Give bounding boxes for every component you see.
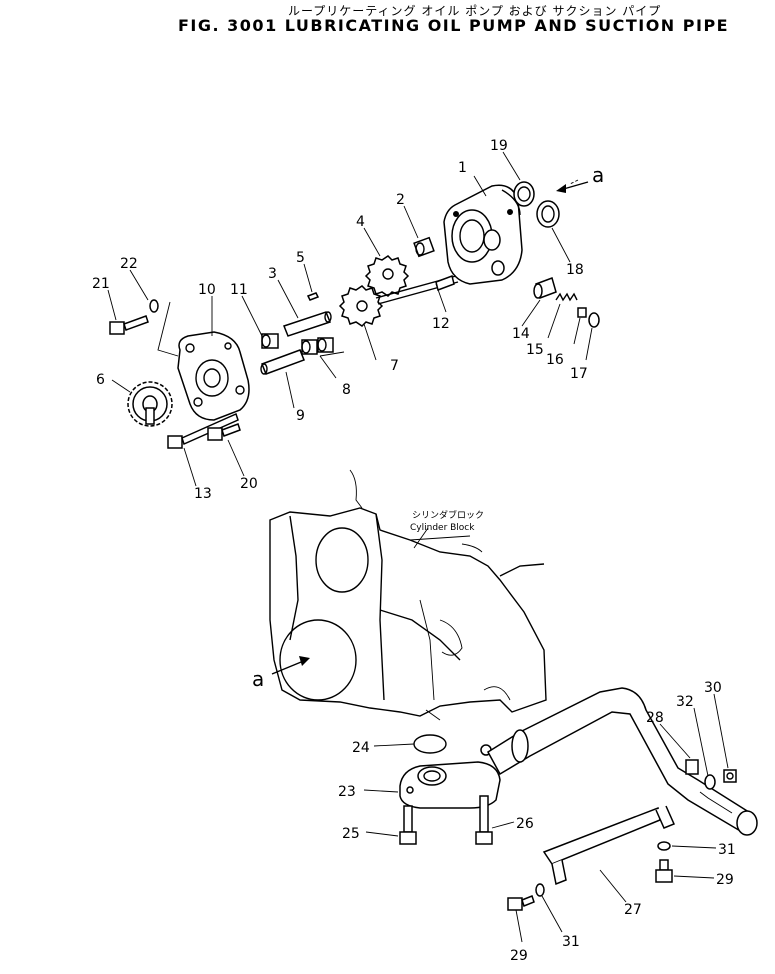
callout-5: 5 bbox=[296, 250, 305, 266]
callout-11: 11 bbox=[230, 282, 248, 298]
washer-31-right bbox=[657, 841, 671, 851]
spring-15 bbox=[555, 292, 578, 302]
bolt-29-left bbox=[507, 895, 535, 911]
callout-12: 12 bbox=[432, 316, 450, 332]
valve-14 bbox=[533, 277, 557, 299]
callout-24: 24 bbox=[352, 740, 370, 756]
callout-7: 7 bbox=[390, 358, 399, 374]
callout-8: 8 bbox=[342, 382, 351, 398]
callout-16: 16 bbox=[546, 352, 564, 368]
cylinder-block bbox=[269, 469, 547, 721]
callout-17: 17 bbox=[570, 366, 588, 382]
callout-6: 6 bbox=[96, 372, 105, 388]
washer-17 bbox=[588, 312, 600, 328]
bracket-27 bbox=[542, 805, 676, 886]
shaft-9 bbox=[260, 349, 305, 375]
callout-21: 21 bbox=[92, 276, 110, 292]
shaft-3 bbox=[283, 311, 332, 337]
callout-28: 28 bbox=[646, 710, 664, 726]
view-arrow-bottom bbox=[271, 656, 310, 675]
cover-10 bbox=[177, 331, 250, 421]
callout-18: 18 bbox=[566, 262, 584, 278]
callout-26: 26 bbox=[516, 816, 534, 832]
plug-16 bbox=[577, 307, 587, 318]
seal-19 bbox=[513, 181, 535, 207]
flange-23 bbox=[399, 744, 501, 809]
o-ring-24 bbox=[413, 734, 447, 754]
callout-19: 19 bbox=[490, 138, 508, 154]
cylinder-block-label-jp: シリンダブロック bbox=[412, 509, 484, 521]
callout-14: 14 bbox=[512, 326, 530, 342]
gear-4 bbox=[364, 255, 410, 297]
callout-29-right: 29 bbox=[716, 872, 734, 888]
callout-25: 25 bbox=[342, 826, 360, 842]
callout-29-left: 29 bbox=[510, 948, 528, 964]
view-letter-bottom: a bbox=[252, 667, 264, 691]
callout-numbers: 1 2 3 4 5 6 7 8 9 10 11 12 13 14 15 16 1… bbox=[92, 138, 736, 964]
callout-9: 9 bbox=[296, 408, 305, 424]
bolt-20 bbox=[207, 423, 241, 441]
callout-15: 15 bbox=[526, 342, 544, 358]
gear-7 bbox=[338, 285, 384, 327]
callout-4: 4 bbox=[356, 214, 365, 230]
view-arrow-top bbox=[556, 179, 589, 193]
bushing-11 bbox=[261, 333, 279, 349]
title-english: FIG. 3001 LUBRICATING OIL PUMP AND SUCTI… bbox=[178, 16, 730, 35]
callout-31-left: 31 bbox=[562, 934, 580, 950]
bushings-8 bbox=[301, 337, 345, 357]
view-letter-top: a bbox=[592, 163, 604, 187]
callout-32: 32 bbox=[676, 694, 694, 710]
bolt-26 bbox=[475, 795, 493, 845]
pin-5 bbox=[306, 292, 320, 301]
washer-22 bbox=[149, 299, 159, 313]
title-japanese: ループリケーティング オイル ポンプ および サクション パイプ bbox=[288, 4, 662, 18]
callout-1: 1 bbox=[458, 160, 467, 176]
callout-23: 23 bbox=[338, 784, 356, 800]
bushing-2 bbox=[413, 236, 435, 258]
suction-pipe-28 bbox=[487, 687, 758, 836]
bolt-25 bbox=[399, 805, 417, 845]
callout-13: 13 bbox=[194, 486, 212, 502]
seal-18 bbox=[536, 200, 560, 228]
nut-30 bbox=[723, 769, 737, 783]
washer-32 bbox=[704, 774, 716, 790]
bolt-21 bbox=[109, 315, 149, 335]
pump-body bbox=[443, 184, 523, 285]
callout-22: 22 bbox=[120, 256, 138, 272]
callout-3: 3 bbox=[268, 266, 277, 282]
callout-2: 2 bbox=[396, 192, 405, 208]
gear-6 bbox=[127, 381, 173, 427]
callout-20: 20 bbox=[240, 476, 258, 492]
cylinder-block-label-en: Cylinder Block bbox=[410, 523, 475, 533]
callout-27: 27 bbox=[624, 902, 642, 918]
leader-lines bbox=[107, 151, 729, 943]
bolt-29-right bbox=[655, 859, 673, 883]
callout-30: 30 bbox=[704, 680, 722, 696]
callout-31-right: 31 bbox=[718, 842, 736, 858]
callout-10: 10 bbox=[198, 282, 216, 298]
washer-31-left bbox=[535, 883, 545, 897]
